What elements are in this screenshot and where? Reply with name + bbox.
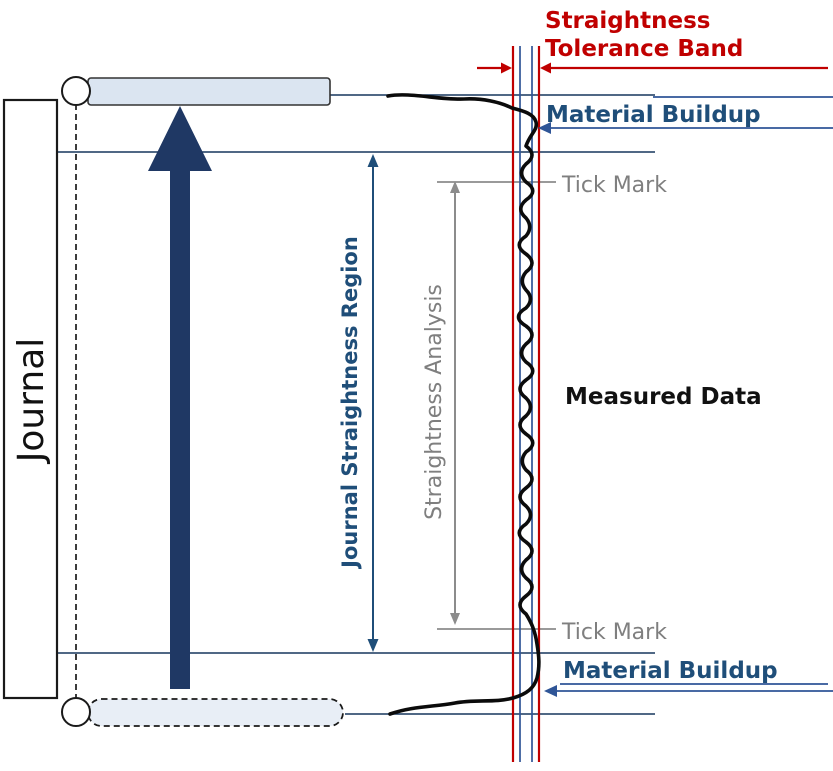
journal-box (2, 98, 59, 700)
top-pivot-circle (61, 76, 91, 106)
bottom-pivot-circle (61, 697, 91, 727)
journal-label: Journal (11, 338, 52, 465)
straightness-region-arrowhead-top (367, 154, 379, 167)
straightness-region-arrowhead-bottom (367, 639, 379, 652)
material-buildup-label-top: Material Buildup (546, 102, 761, 128)
tick-mark-label-top: Tick Mark (561, 173, 667, 198)
bottom-roller-dashed (87, 698, 344, 727)
straightness-analysis-arrowhead-top (450, 181, 460, 193)
top-roller (87, 77, 331, 106)
tolerance-band-arrowhead-right (540, 62, 551, 74)
travel-direction-arrow (148, 106, 212, 689)
material-buildup-label-bottom: Material Buildup (563, 658, 778, 684)
straightness-analysis-label: Straightness Analysis (422, 284, 447, 520)
measured-data-label: Measured Data (565, 384, 762, 410)
tolerance-band-label-line1: Straightness (545, 8, 711, 34)
straightness-analysis-arrowhead-bottom (450, 613, 460, 625)
material-buildup-bottom-arrowhead (544, 685, 557, 697)
measured-data-curve (386, 93, 541, 716)
tolerance-band-arrowhead-left (501, 62, 512, 74)
tick-mark-label-bottom: Tick Mark (561, 620, 667, 645)
tolerance-band-label-line2: Tolerance Band (545, 36, 743, 62)
material-buildup-top-arrowhead (538, 122, 551, 134)
straightness-region-label: Journal Straightness Region (338, 236, 362, 570)
